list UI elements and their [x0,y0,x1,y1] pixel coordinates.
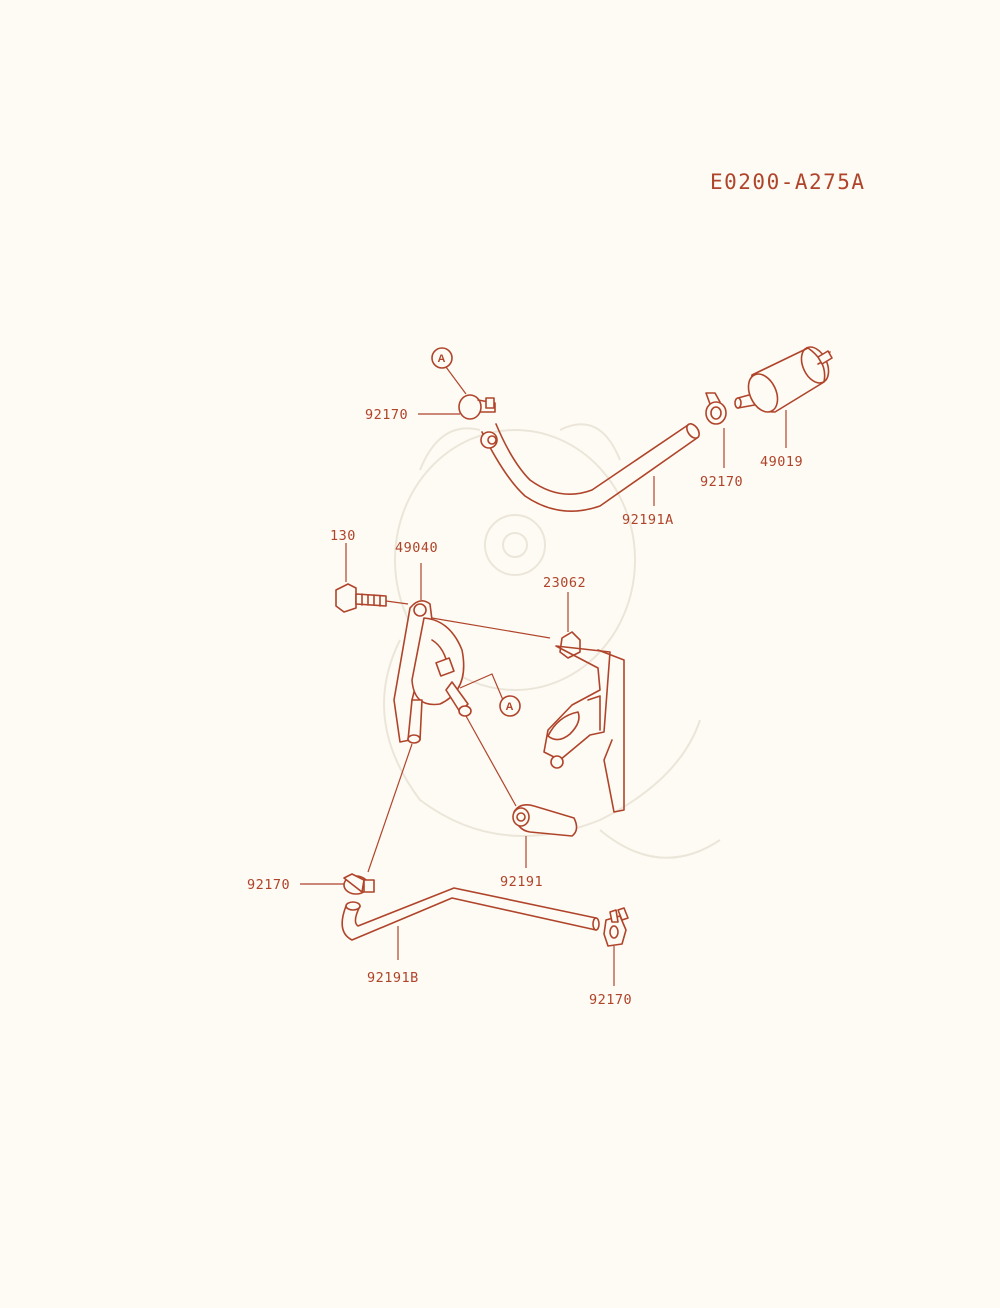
ref-marker-a-top-label: A [438,353,446,365]
label-clamp-bottom-left: 92170 [247,877,290,893]
label-clamp-top-right: 92170 [700,474,743,490]
hose-92191a [480,423,700,512]
label-hose: 92191 [500,874,543,890]
label-fuel-pump: 49040 [395,540,438,556]
leader-pump-to-clamp [367,743,413,873]
fuel-filter-49019 [734,346,833,413]
leader-pump-to-hose [465,715,517,807]
ref-marker-a-pump-label: A [506,701,514,713]
label-bracket: 23062 [543,575,586,591]
ref-marker-a-top: A [431,347,467,395]
label-hose-a: 92191A [622,512,674,528]
hose-92191b [341,887,600,941]
clamp-top-left [458,394,496,420]
diagram-code: E0200-A275A [710,170,866,194]
ref-marker-a-pump: A [459,673,521,717]
label-hose-b: 92191B [367,970,419,986]
label-clamp-bottom-right: 92170 [589,992,632,1008]
label-clamp-top-left: 92170 [365,407,408,423]
leader-bolt-to-pump [385,600,409,605]
label-bolt: 130 [330,528,356,544]
bracket-23062 [543,631,625,813]
clamp-bottom-left [343,873,375,895]
hose-92191 [512,804,578,837]
clamp-bottom-right [603,907,629,947]
label-fuel-filter: 49019 [760,454,803,470]
clamp-top-right [705,392,727,425]
bolt-130 [335,583,387,613]
watermark-mascot [383,423,721,859]
fuel-pump-49040 [393,600,472,744]
leader-pump-to-bracket [431,617,551,639]
